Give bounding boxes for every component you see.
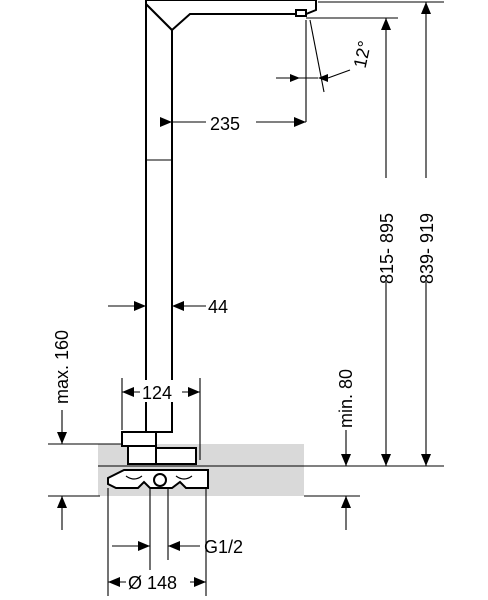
pillar-width-dimension: 44	[108, 297, 228, 317]
faucet-body	[107, 0, 317, 489]
thread-dimension: G1/2	[112, 488, 243, 570]
base-width-label: 124	[142, 383, 172, 403]
pillar-width-label: 44	[208, 297, 228, 317]
height-range-b-label: 839- 919	[417, 213, 437, 284]
min-depth-dimension: min. 80	[304, 369, 444, 530]
height-range-b-dimension: 839- 919	[414, 2, 438, 466]
flange-diameter-dimension: Ø 148	[107, 488, 207, 596]
thread-label: G1/2	[204, 537, 243, 557]
reach-dimension: 235	[160, 110, 306, 134]
flange-diameter-label: Ø 148	[128, 573, 177, 593]
height-range-a-dimension: 815- 895	[306, 17, 398, 466]
base-width-dimension: 124	[121, 378, 201, 460]
angle-dimension: 12°	[276, 39, 375, 82]
min-depth-label: min. 80	[336, 369, 356, 428]
max-height-dimension: max. 160	[48, 330, 122, 530]
angle-label: 12°	[350, 39, 375, 70]
reach-label: 235	[210, 114, 240, 134]
height-range-a-label: 815- 895	[377, 213, 397, 284]
max-height-label: max. 160	[52, 330, 72, 404]
